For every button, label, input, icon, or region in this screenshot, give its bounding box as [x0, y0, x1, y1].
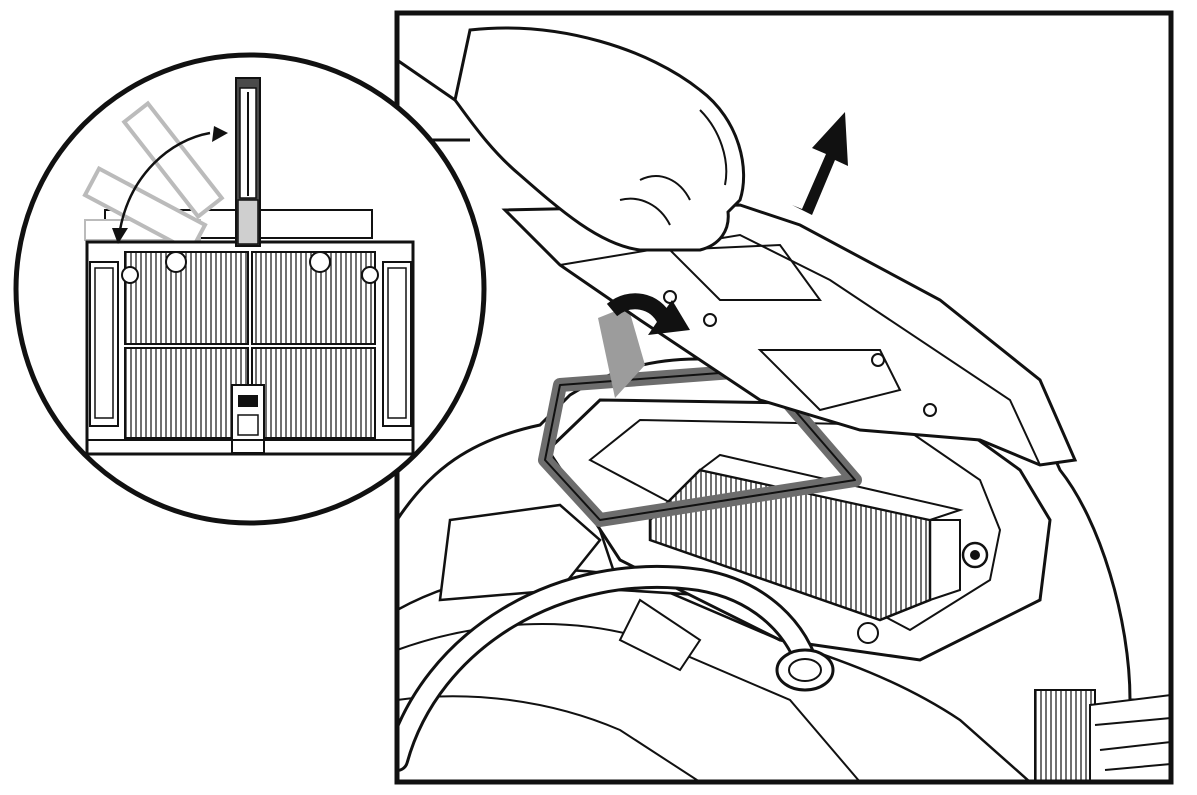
up-arrow-icon [792, 112, 848, 215]
hand [453, 26, 746, 252]
main-view-panel [394, 10, 1174, 785]
inset-border [13, 52, 487, 526]
release-strip [598, 306, 645, 398]
filter-handle [235, 77, 261, 247]
detail-inset [13, 52, 487, 526]
curved-arrow-icon [606, 293, 690, 335]
rotate-arrow-icon [112, 126, 228, 244]
handle-ghost-positions [82, 100, 225, 255]
